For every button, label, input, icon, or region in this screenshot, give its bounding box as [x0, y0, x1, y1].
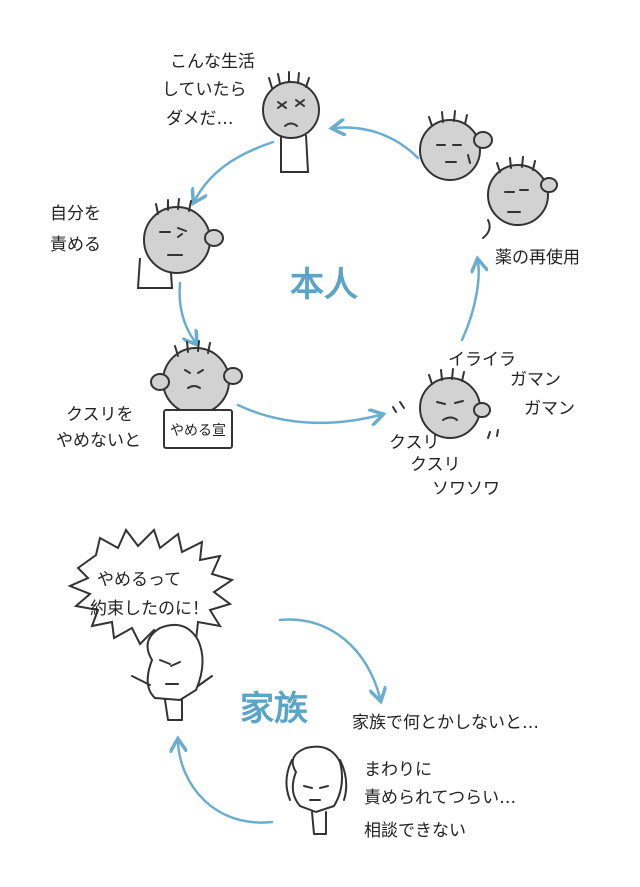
svg-text:こんな生活: こんな生活	[170, 52, 255, 72]
label-decide: クスリを やめないと	[56, 405, 141, 451]
label-craving: イライラ ガマン ガマン クスリ クスリ ソワソワ	[389, 350, 575, 499]
svg-text:責められてつらい…: 責められてつらい…	[364, 788, 516, 808]
figure-family-angry	[131, 624, 213, 721]
svg-text:クスリ: クスリ	[389, 433, 440, 453]
arrow-relapse-to-regret	[335, 127, 420, 160]
svg-text:約束したのに！: 約束したのに！	[90, 599, 209, 619]
family-title: 家族	[240, 689, 308, 729]
arrow-decide-to-craving	[236, 403, 380, 423]
burst-bubble: やめるって 約束したのに！	[67, 528, 235, 646]
svg-text:クスリ: クスリ	[410, 455, 461, 475]
figure-relapse-1	[419, 110, 493, 181]
sign-text: やめる宣	[170, 423, 226, 439]
svg-text:していたら: していたら	[162, 80, 247, 100]
figure-blame	[136, 198, 224, 289]
svg-text:相談できない: 相談できない	[364, 821, 466, 841]
label-shame: まわりに 責められてつらい… 相談できない	[364, 760, 516, 841]
svg-text:ソワソワ: ソワソワ	[432, 479, 500, 499]
svg-text:ダメだ…: ダメだ…	[166, 109, 234, 129]
figure-family-sad	[285, 745, 348, 835]
arrow-craving-to-relapse	[460, 262, 479, 342]
svg-text:ガマン: ガマン	[524, 399, 575, 419]
figure-decide: やめる宣	[150, 340, 243, 449]
self-cycle-arrows	[178, 127, 479, 423]
figure-craving	[392, 368, 499, 439]
label-relapse: 薬の再使用	[495, 247, 580, 268]
arrow-shame-to-promise	[178, 742, 274, 824]
figure-relapse-2	[482, 156, 558, 239]
arrow-blame-to-decide	[178, 281, 195, 342]
svg-text:イライラ: イライラ	[448, 350, 516, 370]
svg-text:責める: 責める	[50, 235, 101, 255]
figure-regret	[262, 71, 320, 173]
label-mustdo: 家族で何とかしないと…	[352, 713, 539, 733]
self-title: 本人	[290, 265, 358, 305]
svg-text:ガマン: ガマン	[510, 370, 561, 390]
arrow-promise-to-mustdo	[278, 618, 380, 698]
svg-text:自分を: 自分を	[50, 204, 101, 224]
svg-text:やめるって: やめるって	[97, 570, 181, 590]
label-blame: 自分を 責める	[50, 204, 101, 255]
arrow-regret-to-blame	[195, 140, 275, 200]
family-cycle-arrows	[178, 618, 380, 824]
svg-text:まわりに: まわりに	[364, 760, 432, 780]
svg-text:やめないと: やめないと	[56, 431, 141, 451]
label-regret: こんな生活 していたら ダメだ…	[162, 52, 255, 129]
svg-text:クスリを: クスリを	[66, 405, 134, 425]
